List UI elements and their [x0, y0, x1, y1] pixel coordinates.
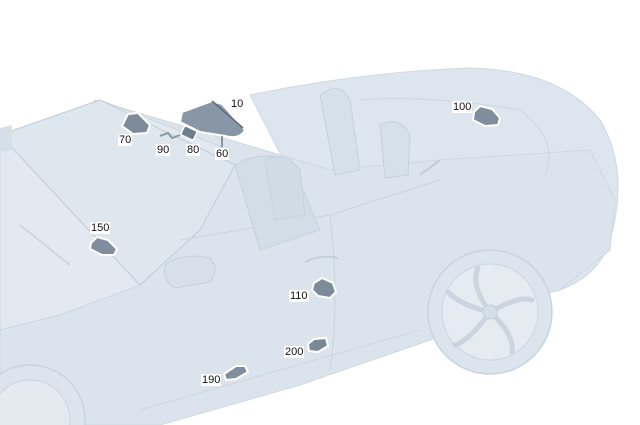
callout-190: 190	[201, 374, 222, 386]
part-10-overhead-control-panel[interactable]	[178, 99, 247, 139]
part-150-lamp[interactable]	[88, 235, 119, 256]
callout-100: 100	[452, 101, 473, 113]
part-200-light[interactable]	[306, 336, 330, 354]
callout-60: 60	[215, 148, 230, 160]
part-100-lamp[interactable]	[471, 104, 502, 128]
callout-200: 200	[284, 346, 305, 358]
callout-70: 70	[118, 134, 133, 146]
callout-90: 90	[156, 144, 171, 156]
parts	[88, 99, 502, 382]
part-90-connector[interactable]	[159, 131, 181, 140]
callout-110: 110	[289, 290, 309, 302]
part-70-lamp[interactable]	[120, 111, 152, 136]
part-80-module[interactable]	[180, 125, 198, 141]
callout-10: 10	[230, 98, 245, 110]
car-body	[0, 67, 619, 425]
part-110-light[interactable]	[310, 276, 338, 300]
part-190-light[interactable]	[222, 365, 250, 382]
callout-80: 80	[186, 144, 201, 156]
callout-150: 150	[90, 222, 111, 234]
